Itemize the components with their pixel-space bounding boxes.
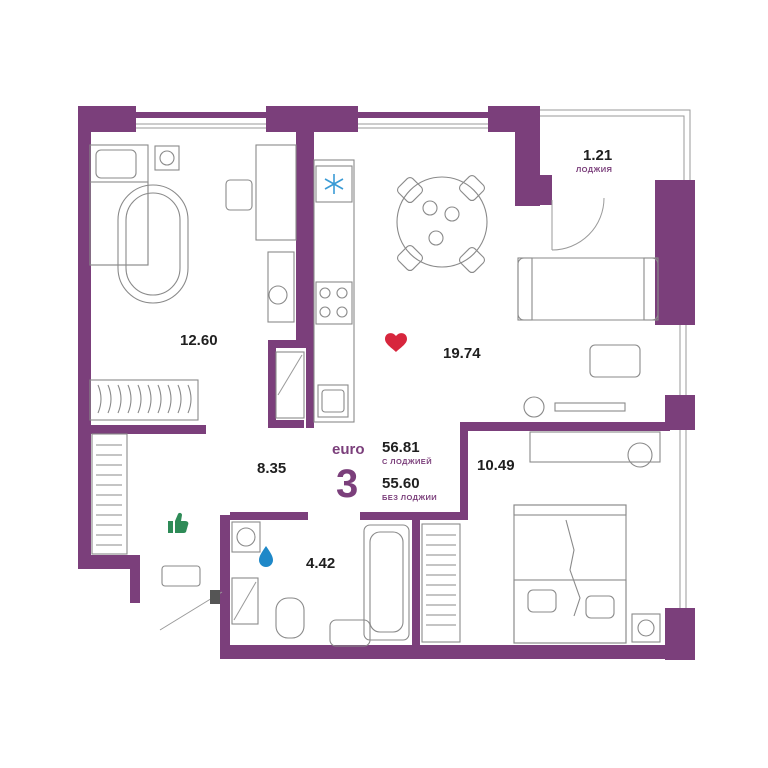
area-bedroom-left: 12.60	[180, 332, 218, 349]
kitchen-furniture	[313, 159, 659, 423]
total-without-loggia: 55.60	[382, 475, 420, 492]
area-bedroom-right: 10.49	[477, 457, 515, 474]
loggia-caption: ЛОДЖИЯ	[576, 165, 612, 174]
hallway-furniture	[91, 351, 305, 631]
bathroom-furniture	[231, 521, 461, 647]
snowflake-icon	[324, 174, 344, 194]
heart-icon	[385, 333, 407, 352]
area-kitchen-living: 19.74	[443, 345, 481, 362]
total-with-loggia: 56.81	[382, 439, 420, 456]
bedroom-left-furniture	[89, 144, 297, 421]
area-hallway: 8.35	[257, 460, 286, 477]
water-drop-icon	[259, 546, 273, 567]
area-bathroom: 4.42	[306, 555, 335, 572]
apartment-type-label: euro	[332, 441, 365, 458]
total-without-loggia-caption: БЕЗ ЛОДЖИИ	[382, 493, 437, 502]
bedroom-right-furniture	[513, 431, 661, 644]
loggia-door	[551, 197, 605, 251]
area-loggia: 1.21	[583, 147, 612, 164]
thumbs-up-icon	[168, 512, 189, 533]
windows	[136, 109, 691, 608]
total-with-loggia-caption: С ЛОДЖИЕЙ	[382, 457, 432, 466]
walls	[78, 106, 695, 660]
apartment-rooms-count: 3	[336, 462, 358, 506]
